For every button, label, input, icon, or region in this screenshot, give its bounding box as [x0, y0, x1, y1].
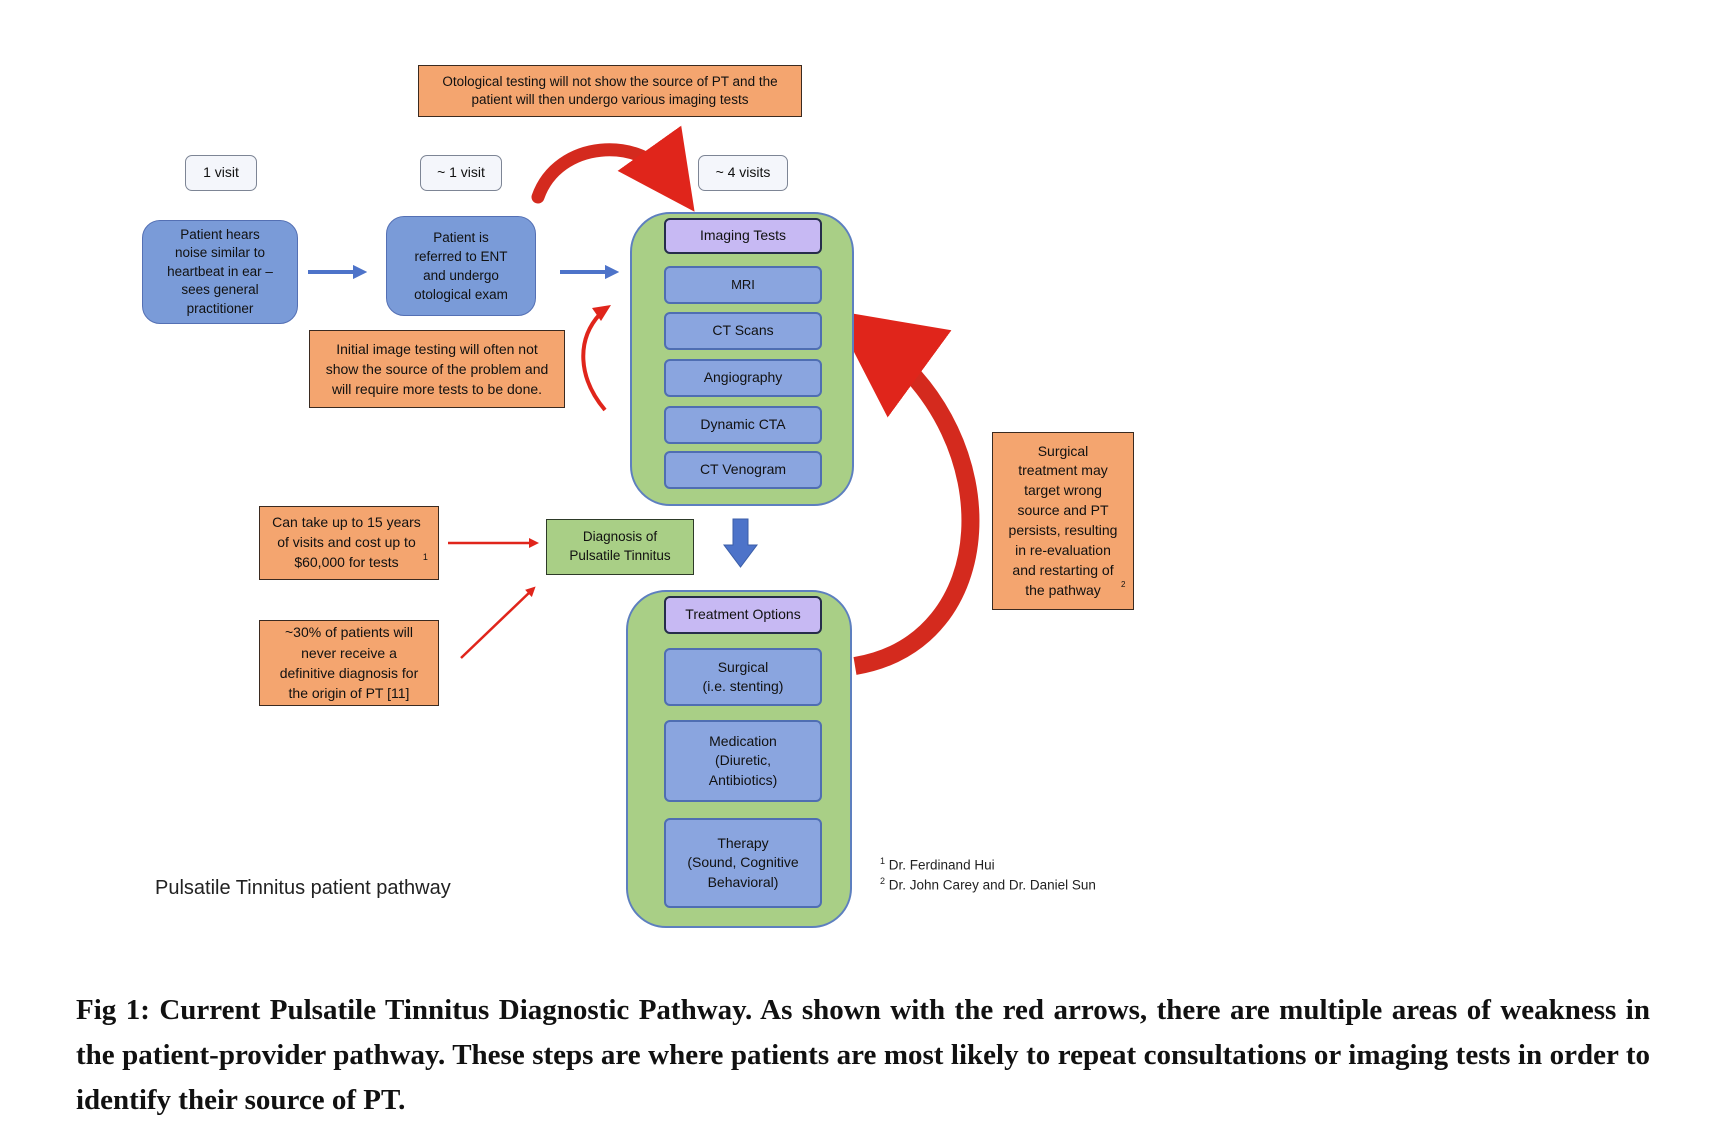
imaging-item-ct-scans: CT Scans [664, 312, 822, 350]
note-cost-ref: 1 [422, 551, 428, 562]
step-diagnosis: Diagnosis of Pulsatile Tinnitus [546, 519, 694, 575]
arrow-undiagnosed-to-diagnosis [460, 586, 536, 659]
note-surgical-ref: 2 [1121, 580, 1126, 590]
note-surgical-text: Surgical treatment may target wrong sour… [1008, 442, 1118, 598]
step-patient-hears-noise: Patient hears noise similar to heartbeat… [142, 220, 298, 324]
note-cost-and-time: Can take up to 15 years of visits and co… [259, 506, 439, 580]
arrow-repeat-top [531, 125, 695, 212]
arrow-imaging-to-treatment [723, 518, 758, 568]
visit-tag-first: 1 visit [185, 155, 257, 191]
visit-tag-third: ~ 4 visits [698, 155, 788, 191]
note-surgical-restart: Surgical treatment may target wrong sour… [992, 432, 1134, 610]
note-otological-testing: Otological testing will not show the sou… [418, 65, 802, 117]
imaging-item-mri: MRI [664, 266, 822, 304]
imaging-item-ct-venogram: CT Venogram [664, 451, 822, 489]
note-initial-imaging: Initial image testing will often not sho… [309, 330, 565, 408]
imaging-item-dynamic-cta: Dynamic CTA [664, 406, 822, 444]
treatment-options-header: Treatment Options [664, 596, 822, 634]
pathway-label: Pulsatile Tinnitus patient pathway [155, 877, 451, 899]
figure-caption: Fig 1: Current Pulsatile Tinnitus Diagno… [76, 994, 1650, 1116]
note-undiagnosed-patients: ~30% of patients will never receive a de… [259, 620, 439, 706]
references: 1 Dr. Ferdinand Hui 2 Dr. John Carey and… [880, 855, 1096, 894]
reference-1: 1 Dr. Ferdinand Hui [880, 856, 995, 873]
imaging-item-angiography: Angiography [664, 359, 822, 397]
note-cost-text: Can take up to 15 years of visits and co… [272, 514, 421, 570]
visit-tag-second: ~ 1 visit [420, 155, 502, 191]
arrow-restart-pathway [832, 310, 980, 675]
treatment-item-medication: Medication (Diuretic, Antibiotics) [664, 720, 822, 802]
arrow-repeat-imaging [581, 312, 607, 412]
treatment-item-therapy: Therapy (Sound, Cognitive Behavioral) [664, 818, 822, 908]
step-referred-to-ent: Patient is referred to ENT and undergo o… [386, 216, 536, 316]
reference-2: 2 Dr. John Carey and Dr. Daniel Sun [880, 875, 1096, 893]
treatment-item-surgical: Surgical (i.e. stenting) [664, 648, 822, 706]
imaging-tests-header: Imaging Tests [664, 218, 822, 254]
